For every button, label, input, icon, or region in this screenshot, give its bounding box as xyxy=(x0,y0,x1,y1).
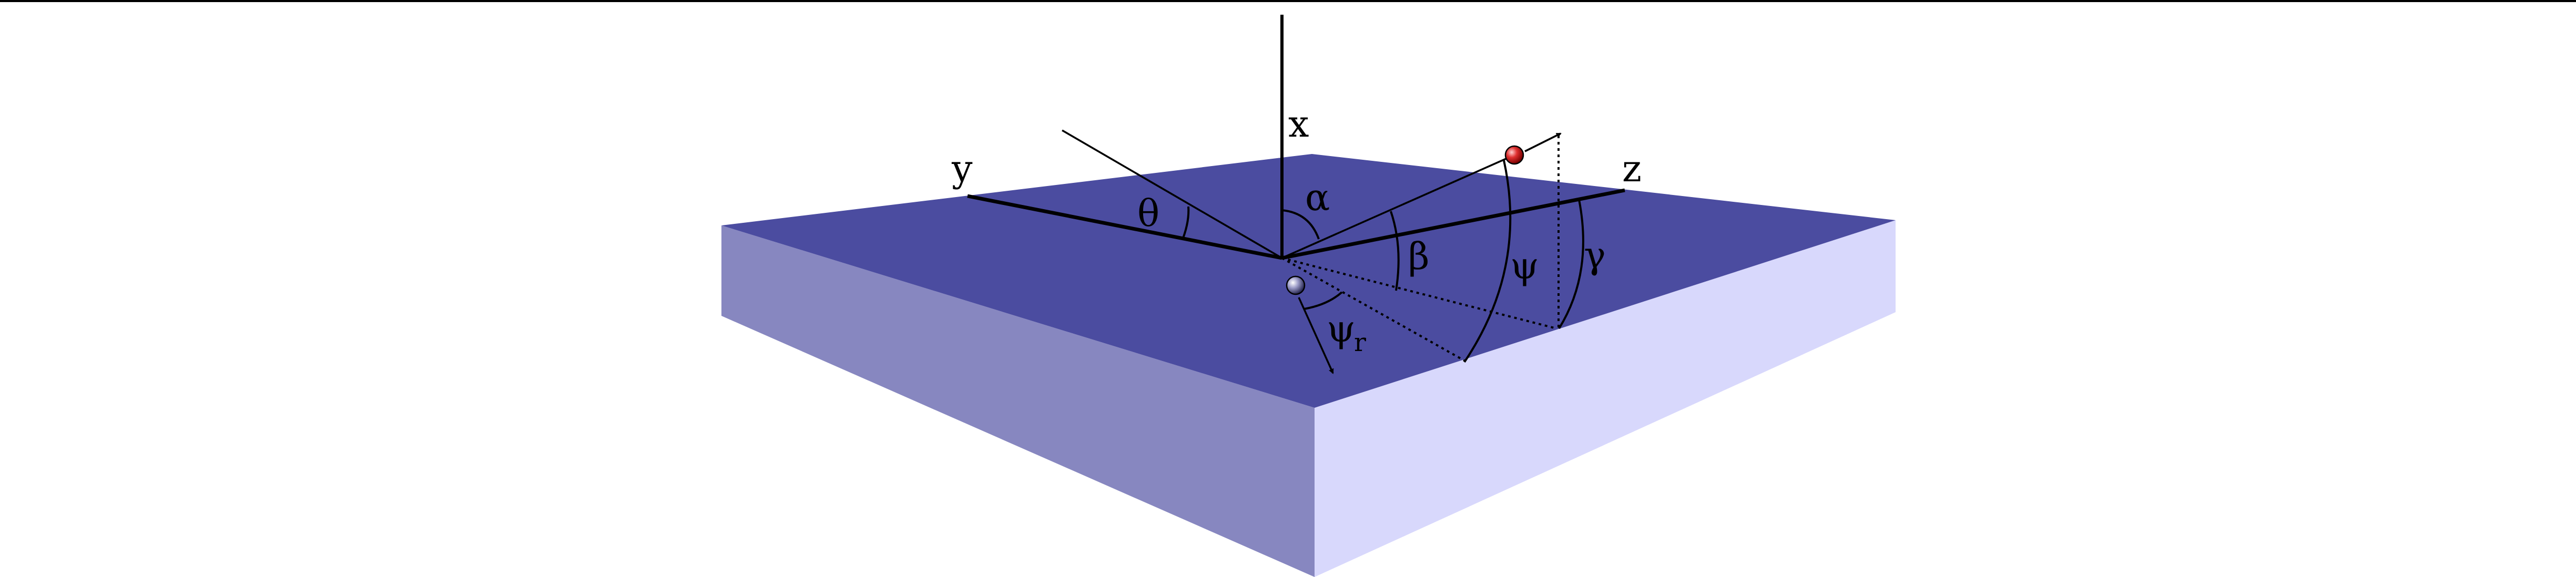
psi-label: ψ xyxy=(1510,244,1539,287)
projection-line-1 xyxy=(1281,257,1468,363)
y-axis-label: y xyxy=(951,147,973,190)
y-axis xyxy=(967,194,1282,260)
psi-r-subscript: r xyxy=(1354,328,1366,357)
x-axis-label: x xyxy=(1288,102,1309,146)
gamma-label: γ xyxy=(1584,234,1606,277)
reflected-particle xyxy=(1286,275,1306,295)
reflected-particle-velocity-arrow xyxy=(1298,297,1334,374)
alpha-label: α xyxy=(1305,176,1330,219)
psi-r-label: ψ xyxy=(1327,307,1356,351)
theta-arc xyxy=(1182,206,1190,239)
beta-arc xyxy=(1390,211,1400,291)
theta-label: θ xyxy=(1137,192,1159,235)
incident-ray xyxy=(1062,129,1282,259)
psi-r-arc xyxy=(1304,291,1343,310)
gamma-arc xyxy=(1558,199,1584,329)
z-axis-label: z xyxy=(1622,147,1642,190)
beta-label: β xyxy=(1408,235,1429,278)
slab-top-face xyxy=(721,154,1896,408)
slab-left-face xyxy=(721,225,1315,577)
slab-right-face xyxy=(1315,220,1896,577)
scattered-ray xyxy=(1281,154,1515,259)
psi-arc xyxy=(1463,160,1512,363)
alpha-arc xyxy=(1281,209,1320,240)
incident-particle xyxy=(1504,145,1524,165)
z-axis xyxy=(1281,188,1625,260)
incident-particle-velocity-arrow xyxy=(1524,132,1562,152)
